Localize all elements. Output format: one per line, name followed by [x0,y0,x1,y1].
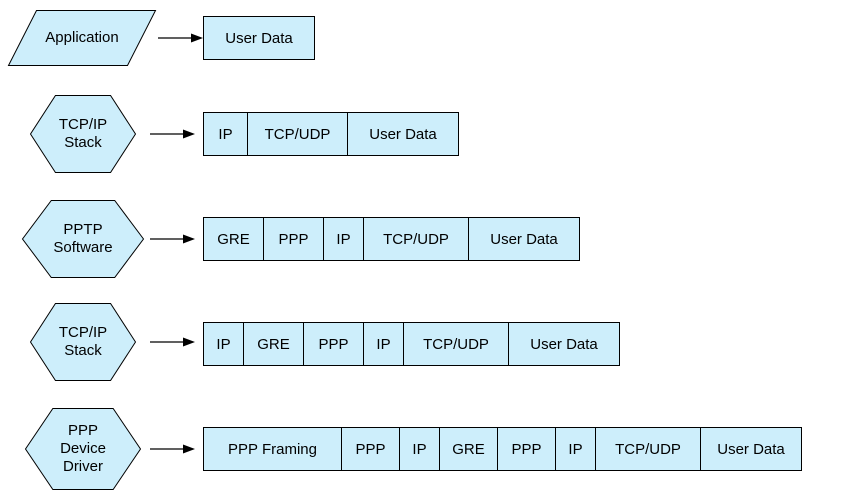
packet-cell: PPP [498,428,556,470]
packet-cell: IP [364,323,404,365]
layer-shape-ppp-device-driver: PPP Device Driver [24,408,142,490]
packet-cell: GRE [244,323,304,365]
layer-shape-tcpip-stack-2: TCP/IP Stack [29,303,137,381]
packet-cell: IP [204,113,248,155]
arrow-icon-tcpip-stack-1 [150,129,195,139]
arrow-icon-pptp-software [150,234,195,244]
packet-cell: PPP [342,428,400,470]
packet-cell: User Data [204,17,314,59]
packet-cell: TCP/UDP [248,113,348,155]
packet-cell: User Data [348,113,458,155]
packet-cell: TCP/UDP [364,218,469,260]
packet-cell: IP [556,428,596,470]
layer-shape-pptp-software: PPTP Software [21,200,145,278]
packet-cell: User Data [509,323,619,365]
packet-strip-application: User Data [203,16,315,60]
packet-cell: IP [324,218,364,260]
packet-cell: PPP [304,323,364,365]
packet-cell: TCP/UDP [596,428,701,470]
packet-cell: TCP/UDP [404,323,509,365]
layer-shape-tcpip-stack-1: TCP/IP Stack [29,95,137,173]
packet-cell: PPP Framing [204,428,342,470]
packet-cell: IP [400,428,440,470]
hexagon-outline [29,303,137,381]
arrow-icon-tcpip-stack-2 [150,337,195,347]
hexagon-outline [21,200,145,278]
hexagon-outline [24,408,142,490]
packet-cell: User Data [701,428,801,470]
packet-cell: GRE [440,428,498,470]
packet-cell: IP [204,323,244,365]
layer-shape-application: Application [7,10,157,66]
parallelogram-outline [7,10,157,66]
arrow-icon-application [158,33,203,43]
arrow-icon-ppp-device-driver [150,444,195,454]
packet-cell: GRE [204,218,264,260]
hexagon-outline [29,95,137,173]
packet-cell: PPP [264,218,324,260]
packet-cell: User Data [469,218,579,260]
